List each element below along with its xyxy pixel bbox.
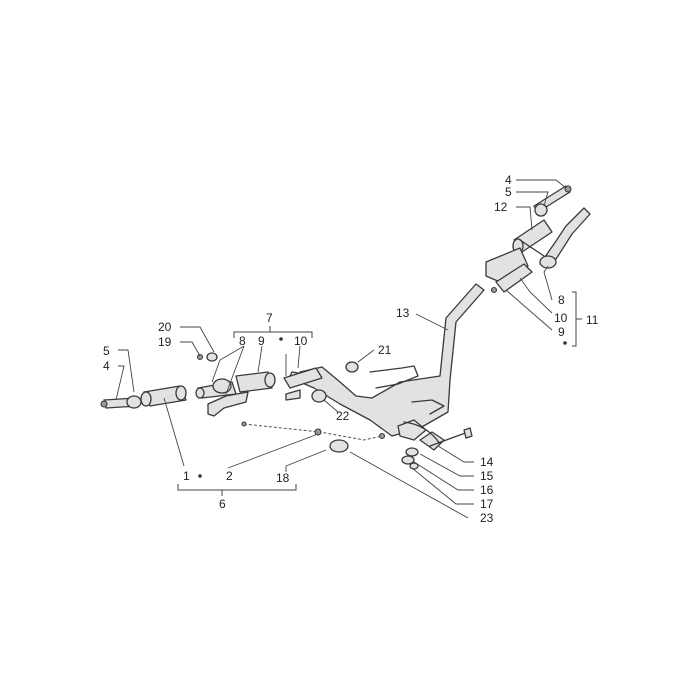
callout-20: 20 — [158, 320, 172, 334]
callout-8-left: 8 — [239, 334, 246, 348]
right-grip-assembly — [485, 185, 591, 294]
callout-2: 2 — [226, 469, 233, 483]
callout-14: 14 — [480, 455, 494, 469]
marker-dots — [198, 337, 567, 478]
callout-11: 11 — [586, 313, 599, 327]
callout-9-left: 9 — [258, 334, 265, 348]
callout-12: 12 — [494, 200, 508, 214]
callout-8-right: 8 — [558, 293, 565, 307]
callout-15: 15 — [480, 469, 494, 483]
callout-5-right: 5 — [505, 185, 512, 199]
bracket-6 — [177, 484, 297, 491]
callout-23: 23 — [480, 511, 494, 525]
callout-4-right: 4 — [505, 173, 512, 187]
callout-22: 22 — [336, 409, 350, 423]
callout-21: 21 — [378, 343, 392, 357]
bracket-11 — [572, 291, 577, 347]
callout-5-left: 5 — [103, 344, 110, 358]
callout-19: 19 — [158, 335, 172, 349]
brake-cable — [241, 421, 386, 453]
callout-6: 6 — [219, 497, 226, 511]
callout-10-right: 10 — [554, 311, 568, 325]
callout-labels: 1 2 4 5 6 7 8 9 10 19 20 21 22 18 13 14 … — [103, 173, 599, 525]
callout-16: 16 — [480, 483, 494, 497]
clamp-bolt-set — [401, 427, 473, 470]
left-control-assembly — [195, 352, 359, 417]
callout-17: 17 — [480, 497, 494, 511]
bracket-7 — [233, 331, 313, 338]
callout-7: 7 — [266, 311, 273, 325]
handlebar-tube — [299, 283, 485, 451]
leader-lines — [115, 179, 567, 519]
callout-18: 18 — [276, 471, 290, 485]
callout-4-left: 4 — [103, 359, 110, 373]
callout-1: 1 — [183, 469, 190, 483]
callout-9-right: 9 — [558, 325, 565, 339]
callout-10-left: 10 — [294, 334, 308, 348]
callout-13: 13 — [396, 306, 410, 320]
left-grip-assembly — [100, 385, 187, 409]
group-brackets — [177, 291, 582, 496]
